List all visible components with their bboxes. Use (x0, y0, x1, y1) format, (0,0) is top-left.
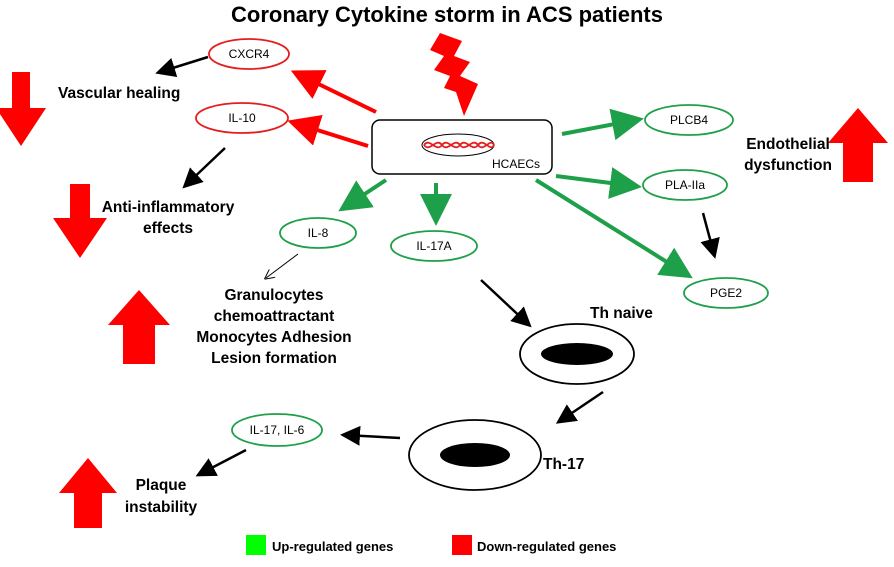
diagram-title: Coronary Cytokine storm in ACS patients (231, 2, 663, 27)
legend-up-label: Up-regulated genes (272, 539, 393, 554)
hcaecs-label: HCAECs (492, 157, 540, 171)
anti-inflammatory-label-2: effects (143, 220, 193, 237)
endothelial-label-2: dysfunction (744, 157, 832, 174)
node-il17a-label: IL-17A (416, 239, 451, 253)
dna-strand-icon (423, 141, 495, 149)
arrow-hcaecs-to-pge2 (534, 178, 693, 279)
node-il8 (279, 217, 357, 249)
granulocytes-label-2: chemoattractant (214, 308, 335, 325)
node-pge2 (683, 277, 769, 309)
node-il8-label: IL-8 (308, 226, 329, 240)
plaque-label-1: Plaque (136, 477, 187, 494)
node-cxcr4-label: CXCR4 (229, 47, 270, 61)
node-pla (642, 169, 728, 201)
anti-inflammatory-label-1: Anti-inflammatory (102, 199, 235, 216)
arrow-il10-to-anti-inflammatory (182, 147, 226, 189)
granulocytes-label-3: Monocytes Adhesion (196, 329, 351, 346)
node-cxcr4 (208, 38, 290, 70)
arrow-hcaecs-to-cxcr4 (290, 70, 377, 114)
th-naive-nucleus (541, 343, 613, 365)
node-plcb4 (644, 104, 734, 136)
lightning-bolt-icon (430, 33, 478, 116)
arrow-hcaecs-to-il10 (287, 114, 369, 148)
node-pla-label: PLA-IIa (665, 178, 705, 192)
down-arrow-icon (0, 72, 46, 146)
th-naive-label: Th naive (590, 305, 653, 322)
arrow-hcaecs-to-plcb4 (561, 108, 644, 141)
arrow-hcaecs-to-pla (555, 167, 642, 199)
granulocytes-label-1: Granulocytes (224, 287, 323, 304)
plaque-label-2: instability (125, 499, 198, 516)
node-pge2-label: PGE2 (710, 286, 742, 300)
up-arrow-icon (59, 458, 117, 528)
node-il17-il6-label: IL-17, IL-6 (250, 423, 305, 437)
arrow-hcaecs-to-il8 (338, 178, 388, 212)
th17-nucleus (440, 443, 510, 467)
th17-label: Th-17 (543, 456, 584, 473)
arrow-pla-to-pge2 (700, 212, 720, 259)
arrow-th17-to-il17-il6 (340, 425, 401, 446)
arrow-th-naive-to-th17 (555, 390, 604, 424)
vascular-healing-label: Vascular healing (58, 85, 180, 102)
down-arrow-icon (53, 184, 107, 258)
legend-down-label: Down-regulated genes (477, 539, 616, 554)
arrow-il8-to-granulocytes (266, 253, 299, 278)
granulocytes-label-4: Lesion formation (211, 350, 337, 367)
node-il17-il6 (231, 413, 323, 447)
arrow-cxcr4-to-vascular-healing (155, 55, 209, 78)
legend-down-swatch (452, 535, 472, 555)
up-arrow-icon (828, 108, 888, 182)
node-il17a (390, 230, 478, 262)
up-arrow-icon (108, 290, 170, 364)
legend-up-swatch (246, 535, 266, 555)
endothelial-label-1: Endothelial (746, 136, 830, 153)
node-il10-label: IL-10 (228, 111, 256, 125)
arrow-il17a-to-th-naive (480, 279, 532, 328)
node-plcb4-label: PLCB4 (670, 113, 708, 127)
arrow-il17-il6-to-plaque (195, 448, 247, 477)
